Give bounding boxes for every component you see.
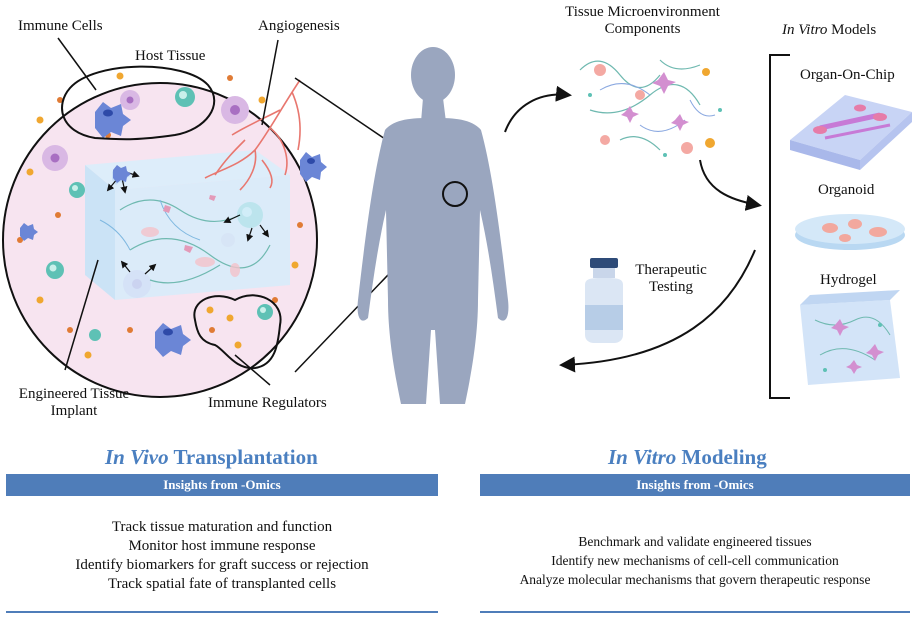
therapeutic-label-line1: Therapeutic [635,262,707,278]
host-tissue-label: Host Tissue [135,48,206,64]
immune-cells-enclosure [61,65,216,141]
angiogenesis-vessels [204,79,301,191]
flow-arrows [504,85,762,373]
body-zoom-circle [442,181,468,207]
in-vivo-bottom-rule [6,611,438,613]
in-vivo-insight-item: Identify biomarkers for graft success or… [75,557,369,573]
invitro-models-label: In Vitro Models [782,22,876,39]
invitro-models-italic: In Vitro [782,22,828,38]
in-vivo-insights-list: Track tissue maturation and function Mon… [6,518,438,594]
engineered-implant-label-line1: Engineered Tissue [18,386,130,402]
hydrogel-label: Hydrogel [820,272,877,288]
engineered-implant-label-line2: Implant [50,403,98,419]
in-vivo-title-rest: Transplantation [168,445,318,469]
engineered-tissue-cube [85,150,290,300]
tme-components [579,59,722,157]
organoid-graphic [795,214,905,250]
in-vitro-insight-item: Analyze molecular mechanisms that govern… [519,572,871,587]
in-vitro-insight-item: Benchmark and validate engineered tissue… [578,534,812,549]
engineered-implant-label: Engineered Tissue Implant [0,386,148,420]
vial-graphic [585,258,623,343]
in-vitro-omics-bar: Insights from -Omics [480,474,910,496]
in-vitro-bottom-rule [480,611,910,613]
invitro-models-rest: Models [827,22,877,38]
organ-on-chip-label: Organ-On-Chip [800,67,895,83]
organoid-label: Organoid [818,182,875,198]
therapeutic-testing-label: Therapeutic Testing [626,262,716,296]
in-vitro-title: In Vitro Modeling [608,445,767,470]
tme-label-line1: Tissue Microenvironment [565,4,720,20]
angiogenesis-label: Angiogenesis [258,18,340,34]
immune-regulators-label: Immune Regulators [208,395,327,411]
in-vitro-title-italic: In Vitro [608,445,677,469]
in-vitro-insights-list: Benchmark and validate engineered tissue… [480,532,910,589]
in-vitro-title-rest: Modeling [676,445,767,469]
hydrogel-graphic [800,290,900,385]
organ-on-chip-graphic [790,95,912,170]
in-vivo-title: In Vivo Transplantation [105,445,318,470]
models-bracket [769,54,790,399]
in-vivo-omics-bar: Insights from -Omics [6,474,438,496]
in-vivo-title-italic: In Vivo [105,445,169,469]
leader-lines [57,37,279,386]
in-vivo-insight-item: Track tissue maturation and function [111,519,333,535]
immune-cells-label: Immune Cells [18,18,103,34]
therapeutic-label-line2: Testing [649,279,693,295]
tme-label-line2: Components [604,21,681,37]
immune-regulators-enclosure [193,294,282,370]
human-silhouette [357,47,509,404]
cube-immune-cell [113,165,131,183]
tme-label: Tissue Microenvironment Components [550,4,735,38]
in-vivo-insight-item: Monitor host immune response [128,538,316,554]
in-vitro-insight-item: Identify new mechanisms of cell-cell com… [551,553,839,568]
in-vivo-insight-item: Track spatial fate of transplanted cells [107,576,337,592]
